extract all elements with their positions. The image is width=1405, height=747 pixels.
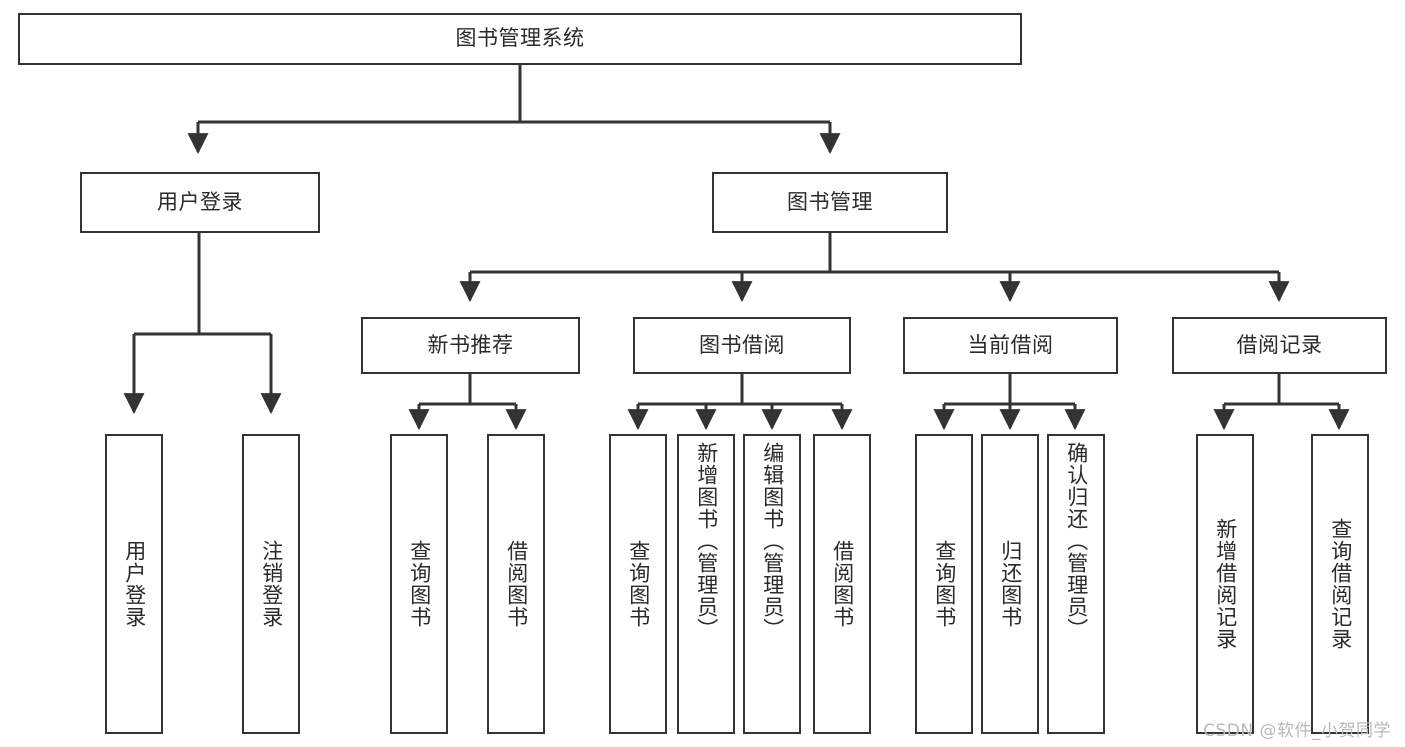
- leaf-user-login[interactable]: 用户登录: [105, 434, 163, 734]
- node-user-login[interactable]: 用户登录: [80, 172, 320, 233]
- node-new-book-recommend[interactable]: 新书推荐: [361, 317, 580, 374]
- node-book-management[interactable]: 图书管理: [712, 172, 948, 233]
- leaf-current-return-book[interactable]: 归还图书: [981, 434, 1039, 734]
- node-book-borrow-label: 图书借阅: [699, 332, 785, 357]
- leaf-current-return-book-label: 归还图书: [998, 540, 1023, 628]
- leaf-current-query-book-label: 查询图书: [932, 540, 957, 628]
- leaf-borrow-borrow-book-label: 借阅图书: [830, 540, 855, 628]
- node-borrow-records[interactable]: 借阅记录: [1172, 317, 1387, 374]
- leaf-borrow-edit-book[interactable]: 编辑图书（管理员）: [743, 434, 801, 734]
- leaf-new-query-book[interactable]: 查询图书: [390, 434, 448, 734]
- leaf-current-query-book[interactable]: 查询图书: [915, 434, 973, 734]
- leaf-records-query[interactable]: 查询借阅记录: [1311, 434, 1369, 734]
- leaf-new-query-book-label: 查询图书: [407, 540, 432, 628]
- node-new-book-recommend-label: 新书推荐: [427, 332, 514, 357]
- node-borrow-records-label: 借阅记录: [1236, 332, 1323, 357]
- leaf-borrow-query-book-label: 查询图书: [626, 540, 651, 628]
- node-book-management-label: 图书管理: [787, 189, 873, 214]
- leaf-borrow-borrow-book[interactable]: 借阅图书: [813, 434, 871, 734]
- leaf-records-query-label: 查询借阅记录: [1328, 518, 1353, 650]
- leaf-borrow-add-book-label: 新增图书（管理员）: [694, 442, 719, 640]
- node-current-borrow-label: 当前借阅: [967, 332, 1054, 357]
- leaf-logout[interactable]: 注销登录: [242, 434, 300, 734]
- node-book-borrow[interactable]: 图书借阅: [633, 317, 851, 374]
- leaf-records-add-label: 新增借阅记录: [1213, 518, 1238, 650]
- leaf-borrow-edit-book-label: 编辑图书（管理员）: [760, 442, 785, 640]
- leaf-logout-label: 注销登录: [259, 540, 284, 628]
- leaf-user-login-label: 用户登录: [122, 540, 147, 628]
- node-root-label: 图书管理系统: [455, 26, 585, 51]
- node-user-login-label: 用户登录: [157, 189, 243, 214]
- leaf-new-borrow-book[interactable]: 借阅图书: [487, 434, 545, 734]
- leaf-borrow-add-book[interactable]: 新增图书（管理员）: [677, 434, 735, 734]
- leaf-current-confirm-return-label: 确认归还（管理员）: [1064, 442, 1089, 640]
- leaf-records-add[interactable]: 新增借阅记录: [1196, 434, 1254, 734]
- leaf-borrow-query-book[interactable]: 查询图书: [609, 434, 667, 734]
- node-current-borrow[interactable]: 当前借阅: [903, 317, 1118, 374]
- leaf-new-borrow-book-label: 借阅图书: [504, 540, 529, 628]
- leaf-current-confirm-return[interactable]: 确认归还（管理员）: [1047, 434, 1105, 734]
- node-root[interactable]: 图书管理系统: [18, 13, 1022, 65]
